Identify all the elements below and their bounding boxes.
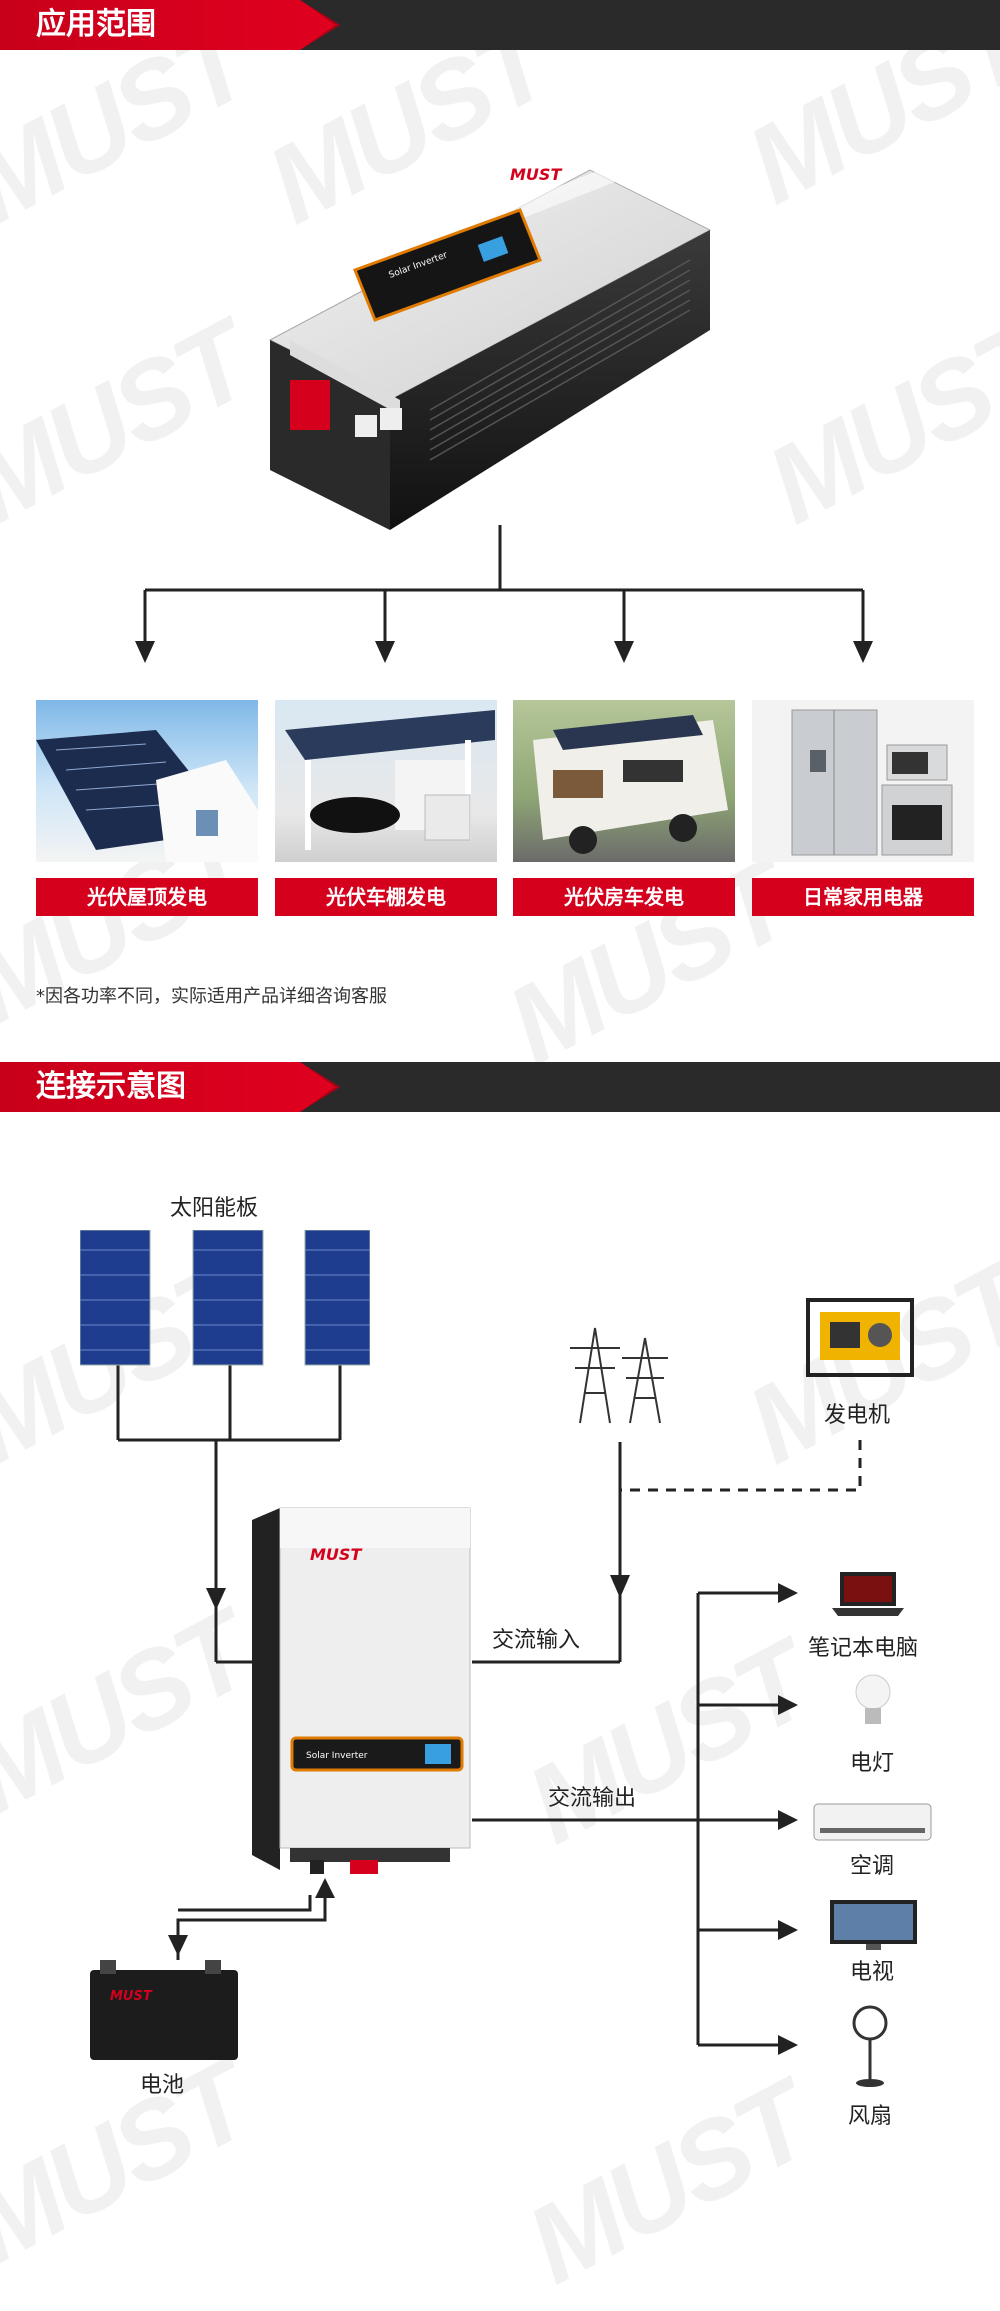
application-card-rooftop: 光伏屋顶发电 bbox=[36, 700, 258, 916]
solar-panel-icon bbox=[80, 1230, 370, 1366]
load-label: 电视 bbox=[850, 1960, 895, 1985]
application-card-appliances: 日常家用电器 bbox=[752, 700, 974, 916]
connection-lines bbox=[116, 1365, 862, 2055]
brand-logo: MUST bbox=[110, 1989, 153, 2004]
ac-input-label: 交流输入 bbox=[492, 1628, 581, 1653]
section-header-application: 应用范围 bbox=[0, 0, 1000, 50]
section-title: 应用范围 bbox=[36, 7, 156, 42]
air-conditioner-icon bbox=[813, 1803, 932, 1841]
rooftop-image bbox=[36, 700, 258, 862]
load-label: 空调 bbox=[850, 1854, 895, 1879]
application-card-carport: 光伏车棚发电 bbox=[275, 700, 497, 916]
application-label: 光伏屋顶发电 bbox=[36, 878, 258, 916]
watermark: MUST bbox=[0, 299, 268, 548]
watermark: MUST bbox=[748, 299, 1000, 548]
solar-panels-label: 太阳能板 bbox=[170, 1196, 259, 1221]
distribution-tree bbox=[135, 525, 873, 663]
light-bulb-icon bbox=[855, 1674, 891, 1724]
appliances-image bbox=[752, 700, 974, 862]
load-label: 电灯 bbox=[850, 1751, 895, 1776]
ac-output-label: 交流输出 bbox=[548, 1786, 637, 1811]
generator-icon bbox=[806, 1298, 914, 1377]
tv-icon bbox=[830, 1900, 917, 1950]
application-label: 光伏车棚发电 bbox=[275, 878, 497, 916]
footnote: *因各功率不同，实际适用产品详细咨询客服 bbox=[36, 986, 387, 1007]
power-grid-icon bbox=[570, 1327, 668, 1424]
application-label: 光伏房车发电 bbox=[513, 878, 735, 916]
rv-image bbox=[513, 700, 735, 862]
brand-logo: MUST bbox=[310, 1545, 362, 1564]
load-label: 风扇 bbox=[848, 2104, 893, 2129]
section-header-diagram: 连接示意图 bbox=[0, 1062, 1000, 1112]
battery-label: 电池 bbox=[140, 2073, 185, 2098]
section-title: 连接示意图 bbox=[36, 1069, 186, 1104]
device-label: Solar Inverter bbox=[306, 1751, 368, 1761]
brand-logo: MUST bbox=[510, 165, 562, 184]
application-label: 日常家用电器 bbox=[752, 878, 974, 916]
inverter-product-image: Solar Inverter MUST bbox=[268, 165, 712, 530]
battery-icon: MUST bbox=[90, 1960, 238, 2060]
generator-label: 发电机 bbox=[824, 1403, 891, 1428]
load-label: 笔记本电脑 bbox=[808, 1636, 919, 1661]
laptop-icon bbox=[832, 1572, 904, 1616]
application-card-rv: 光伏房车发电 bbox=[513, 700, 735, 916]
fan-icon bbox=[852, 2005, 888, 2087]
carport-image bbox=[275, 700, 497, 862]
inverter-diagram-icon: MUST Solar Inverter bbox=[252, 1507, 471, 1874]
